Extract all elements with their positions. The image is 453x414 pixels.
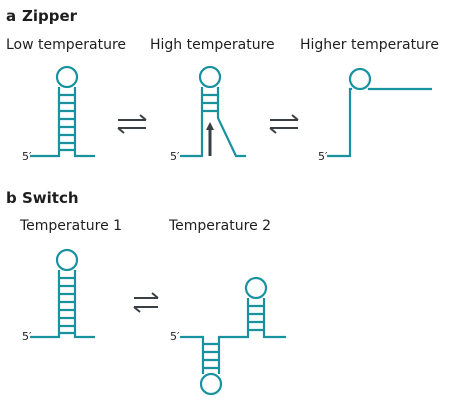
hairpin-high-temperature (180, 65, 246, 158)
panel-b-title: Switch (22, 189, 79, 207)
condition-higher-temperature: Higher temperature (300, 37, 439, 53)
hairpin-low-temperature (30, 65, 95, 158)
five-prime-label-low: 5′ (22, 150, 32, 163)
panel-a-letter: a (6, 7, 17, 25)
condition-temperature-2: Temperature 2 (169, 218, 272, 234)
condition-high-temperature: High temperature (150, 37, 275, 53)
condition-temperature-1: Temperature 1 (20, 218, 123, 234)
double-hairpin-temperature-2 (180, 276, 286, 396)
five-prime-label-temp1: 5′ (22, 330, 32, 343)
panel-a-title: Zipper (22, 7, 78, 25)
strand-higher-temperature (327, 67, 432, 158)
equilibrium-arrow-1 (117, 114, 147, 134)
five-prime-label-high: 5′ (170, 150, 180, 163)
five-prime-label-higher: 5′ (318, 150, 328, 163)
five-prime-label-temp2: 5′ (170, 330, 180, 343)
hairpin-temperature-1 (30, 248, 95, 339)
panel-b-letter: b (6, 189, 17, 207)
switch-arrow (133, 292, 159, 313)
condition-low-temperature: Low temperature (6, 37, 127, 53)
equilibrium-arrow-2 (269, 114, 299, 134)
